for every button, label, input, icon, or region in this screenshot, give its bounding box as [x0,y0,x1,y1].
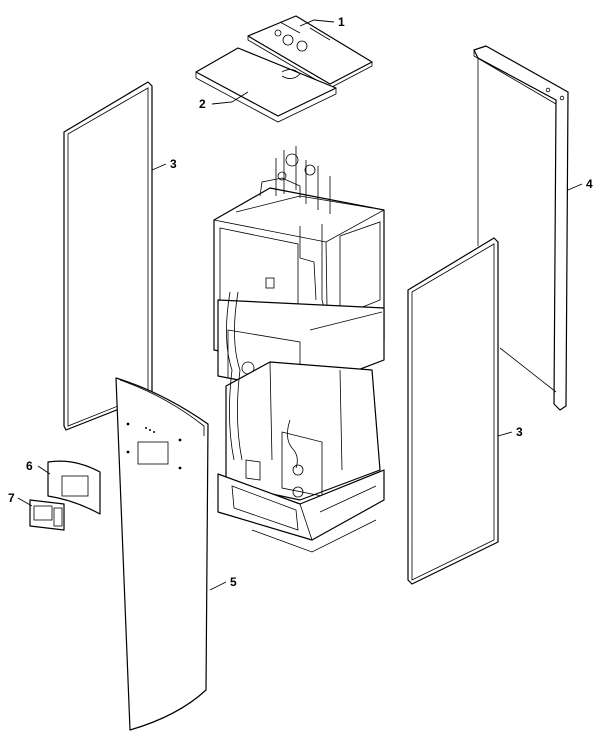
central-unit [213,146,385,553]
side-panel-right [407,237,499,585]
callout-4: 4 [586,177,593,191]
callout-6: 6 [26,459,33,473]
callout-labels: 1 2 3 4 3 5 6 7 [8,15,593,589]
display-bezel [47,460,101,515]
callout-1: 1 [338,15,345,29]
callout-2: 2 [199,97,206,111]
front-panel [115,377,209,731]
callout-7: 7 [8,491,15,505]
callout-5: 5 [230,575,237,589]
side-panel-left [63,81,153,431]
rear-frame-panel [473,45,569,411]
callout-3-right: 3 [516,425,523,439]
leader-lines [17,19,583,591]
control-display-unit [29,499,65,531]
top-lid-plate [195,47,337,123]
callout-3-left: 3 [170,157,177,171]
